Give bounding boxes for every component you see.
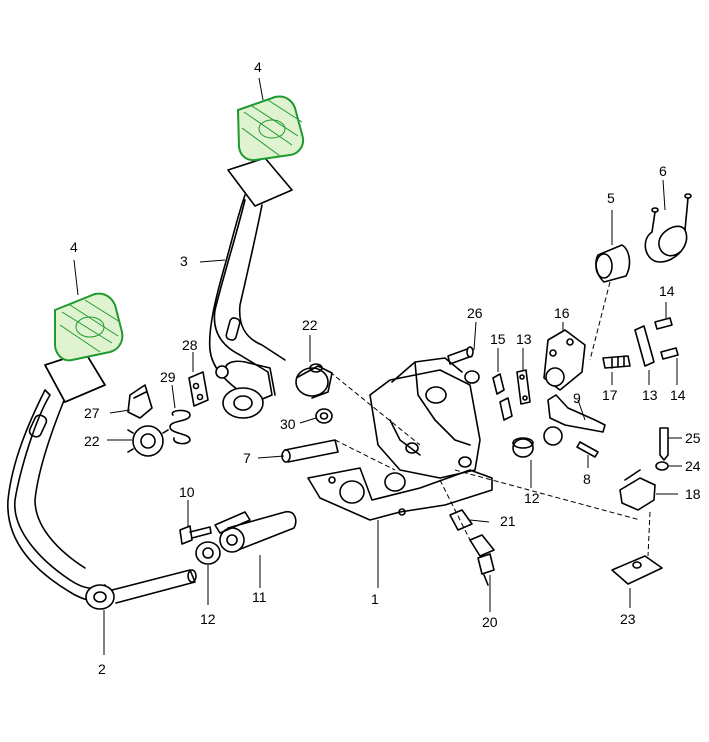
callout-14-bottom: 14: [670, 387, 686, 403]
part-25-screw: [659, 427, 669, 461]
part-17-bolt: [602, 355, 631, 369]
part-14-bolts: [654, 317, 679, 360]
callout-17: 17: [602, 387, 618, 403]
callout-27: 27: [84, 405, 100, 421]
callout-24: 24: [685, 458, 701, 474]
callout-5: 5: [607, 190, 615, 206]
callout-16: 16: [554, 305, 570, 321]
part-24-washer: [655, 461, 669, 471]
callout-20: 20: [482, 614, 498, 630]
callout-3: 3: [180, 253, 188, 269]
callout-15: 15: [490, 331, 506, 347]
callout-13-right: 13: [642, 387, 658, 403]
part-18-switch: [619, 469, 656, 511]
part-12-washer-right: [512, 437, 534, 458]
callout-22-lower: 22: [84, 433, 100, 449]
callout-13-center: 13: [516, 331, 532, 347]
part-12-washer-left: [195, 541, 221, 565]
part-23-mount: [611, 555, 663, 585]
part-13-link-right: [634, 325, 655, 367]
pedal-pad-cover-upper-highlighted[interactable]: [236, 95, 305, 162]
callout-23: 23: [620, 611, 636, 627]
callout-21: 21: [500, 513, 516, 529]
callout-30: 30: [280, 416, 296, 432]
callout-4-lower: 4: [70, 239, 78, 255]
callout-6: 6: [659, 163, 667, 179]
callout-14-top: 14: [659, 283, 675, 299]
callout-12-left: 12: [200, 611, 216, 627]
callout-28: 28: [182, 337, 198, 353]
callout-25: 25: [685, 430, 701, 446]
callout-18: 18: [685, 486, 701, 502]
part-15-clip: [492, 373, 513, 421]
part-9-lever: [543, 394, 606, 446]
pedal-bracket-main: [307, 357, 493, 521]
callout-26: 26: [467, 305, 483, 321]
callout-1: 1: [371, 591, 379, 607]
part-21-clip: [449, 509, 473, 531]
callout-7: 7: [243, 450, 251, 466]
callout-4-upper: 4: [254, 59, 262, 75]
part-22-bushing-upper: [295, 363, 333, 399]
pedal-pad-cover-lower-highlighted[interactable]: [54, 292, 124, 362]
part-22-bushing-left: [127, 425, 169, 457]
part-6-spring: [644, 193, 692, 263]
callout-22-upper: 22: [302, 317, 318, 333]
part-20-sensor: [469, 534, 495, 586]
callout-8: 8: [583, 471, 591, 487]
part-30-ring: [315, 408, 333, 424]
part-7-pin: [281, 439, 339, 463]
callout-2: 2: [98, 661, 106, 677]
callout-29: 29: [160, 369, 176, 385]
part-8-pin: [576, 441, 599, 458]
pedal-upper: [208, 194, 286, 419]
pedal-left: [7, 389, 197, 610]
part-29-spring: [169, 409, 191, 445]
part-26-pin: [447, 346, 480, 384]
callout-10: 10: [179, 484, 195, 500]
callout-12-right: 12: [524, 490, 540, 506]
part-11-shaft: [214, 510, 297, 553]
callout-11: 11: [252, 589, 267, 605]
pedal-pad-upper: [227, 157, 293, 207]
part-27-bracket: [127, 384, 153, 419]
part-5-bushing: [595, 244, 631, 283]
part-28-plate: [188, 371, 209, 407]
part-10-bolt: [179, 525, 212, 545]
part-13-link-center: [516, 369, 531, 405]
part-16-housing: [543, 329, 586, 391]
callout-9: 9: [573, 390, 581, 406]
